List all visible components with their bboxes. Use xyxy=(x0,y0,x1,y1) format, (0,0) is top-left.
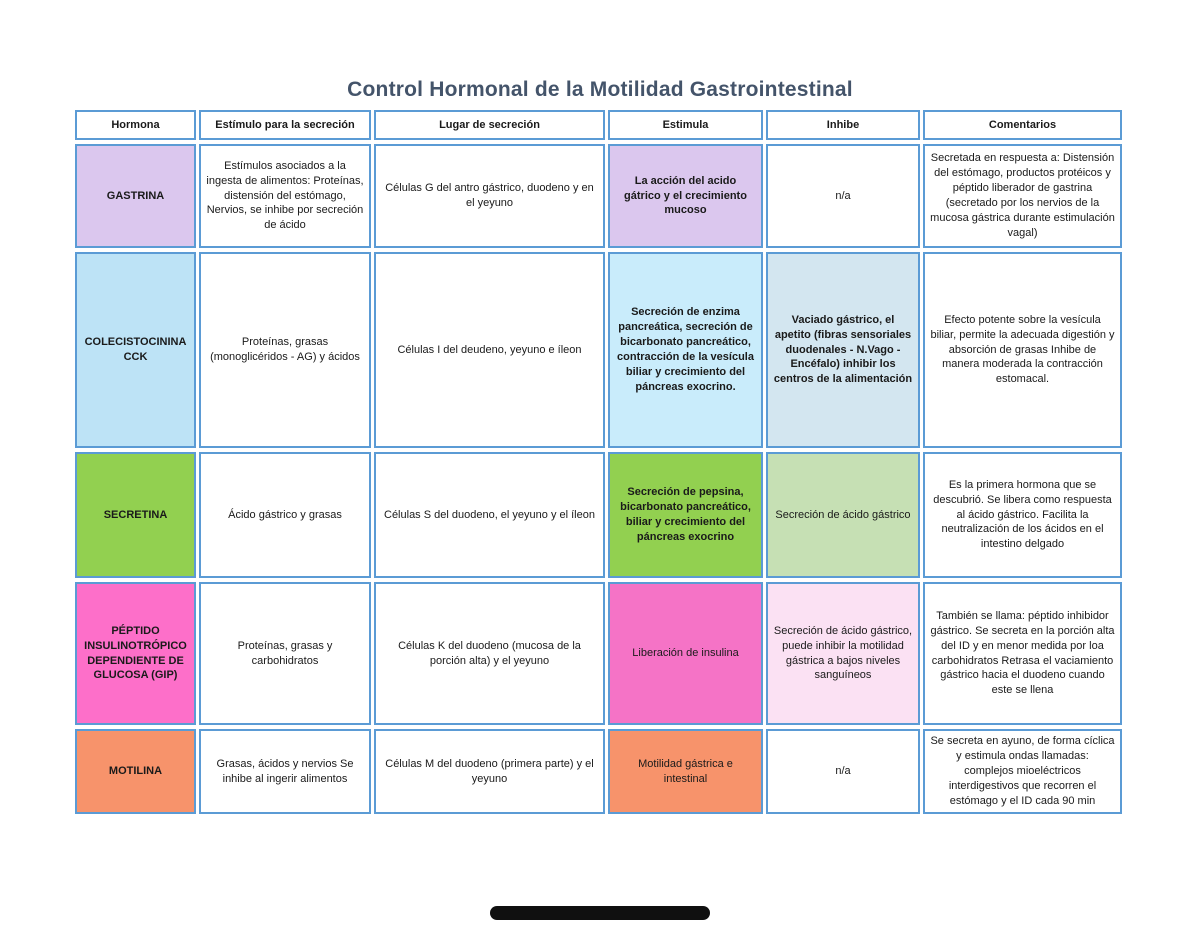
cell-lugar: Células I del deudeno, yeyuno e íleon xyxy=(374,252,605,448)
table-row: PÉPTIDO INSULINOTRÓPICO DEPENDIENTE DE G… xyxy=(75,582,1122,725)
cell-estimulo: Grasas, ácidos y nervios Se inhibe al in… xyxy=(199,729,371,814)
cell-inhibe: n/a xyxy=(766,729,920,814)
cell-estimulo: Estímulos asociados a la ingesta de alim… xyxy=(199,144,371,248)
cell-estimula: Motilidad gástrica e intestinal xyxy=(608,729,763,814)
cell-estimula: La acción del acido gátrico y el crecimi… xyxy=(608,144,763,248)
cell-estimula: Secreción de pepsina, bicarbonato pancre… xyxy=(608,452,763,578)
cell-lugar: Células G del antro gástrico, duodeno y … xyxy=(374,144,605,248)
cell-estimulo: Proteínas, grasas y carbohidratos xyxy=(199,582,371,725)
cell-comentarios: Es la primera hormona que se descubrió. … xyxy=(923,452,1122,578)
cell-hormona: MOTILINA xyxy=(75,729,196,814)
cell-comentarios: Se secreta en ayuno, de forma cíclica y … xyxy=(923,729,1122,814)
cell-estimulo: Ácido gástrico y grasas xyxy=(199,452,371,578)
cell-estimula: Secreción de enzima pancreática, secreci… xyxy=(608,252,763,448)
cell-inhibe: Vaciado gástrico, el apetito (fibras sen… xyxy=(766,252,920,448)
cell-lugar: Células K del duodeno (mucosa de la porc… xyxy=(374,582,605,725)
home-indicator-bar[interactable] xyxy=(490,906,710,920)
cell-inhibe: Secreción de ácido gástrico, puede inhib… xyxy=(766,582,920,725)
cell-lugar: Células S del duodeno, el yeyuno y el íl… xyxy=(374,452,605,578)
column-header: Lugar de secreción xyxy=(374,110,605,140)
cell-estimula: Liberación de insulina xyxy=(608,582,763,725)
cell-hormona: GASTRINA xyxy=(75,144,196,248)
column-header: Hormona xyxy=(75,110,196,140)
cell-hormona: COLECISTOCININA CCK xyxy=(75,252,196,448)
column-header: Inhibe xyxy=(766,110,920,140)
cell-comentarios: Secretada en respuesta a: Distensión del… xyxy=(923,144,1122,248)
column-header: Estimula xyxy=(608,110,763,140)
cell-comentarios: Efecto potente sobre la vesícula biliar,… xyxy=(923,252,1122,448)
column-header: Comentarios xyxy=(923,110,1122,140)
cell-hormona: SECRETINA xyxy=(75,452,196,578)
column-header: Estímulo para la secreción xyxy=(199,110,371,140)
cell-lugar: Células M del duodeno (primera parte) y … xyxy=(374,729,605,814)
page-title: Control Hormonal de la Motilidad Gastroi… xyxy=(347,78,853,101)
cell-estimulo: Proteínas, grasas (monoglicéridos - AG) … xyxy=(199,252,371,448)
cell-comentarios: También se llama: péptido inhibidor gást… xyxy=(923,582,1122,725)
cell-inhibe: Secreción de ácido gástrico xyxy=(766,452,920,578)
cell-hormona: PÉPTIDO INSULINOTRÓPICO DEPENDIENTE DE G… xyxy=(75,582,196,725)
cell-inhibe: n/a xyxy=(766,144,920,248)
